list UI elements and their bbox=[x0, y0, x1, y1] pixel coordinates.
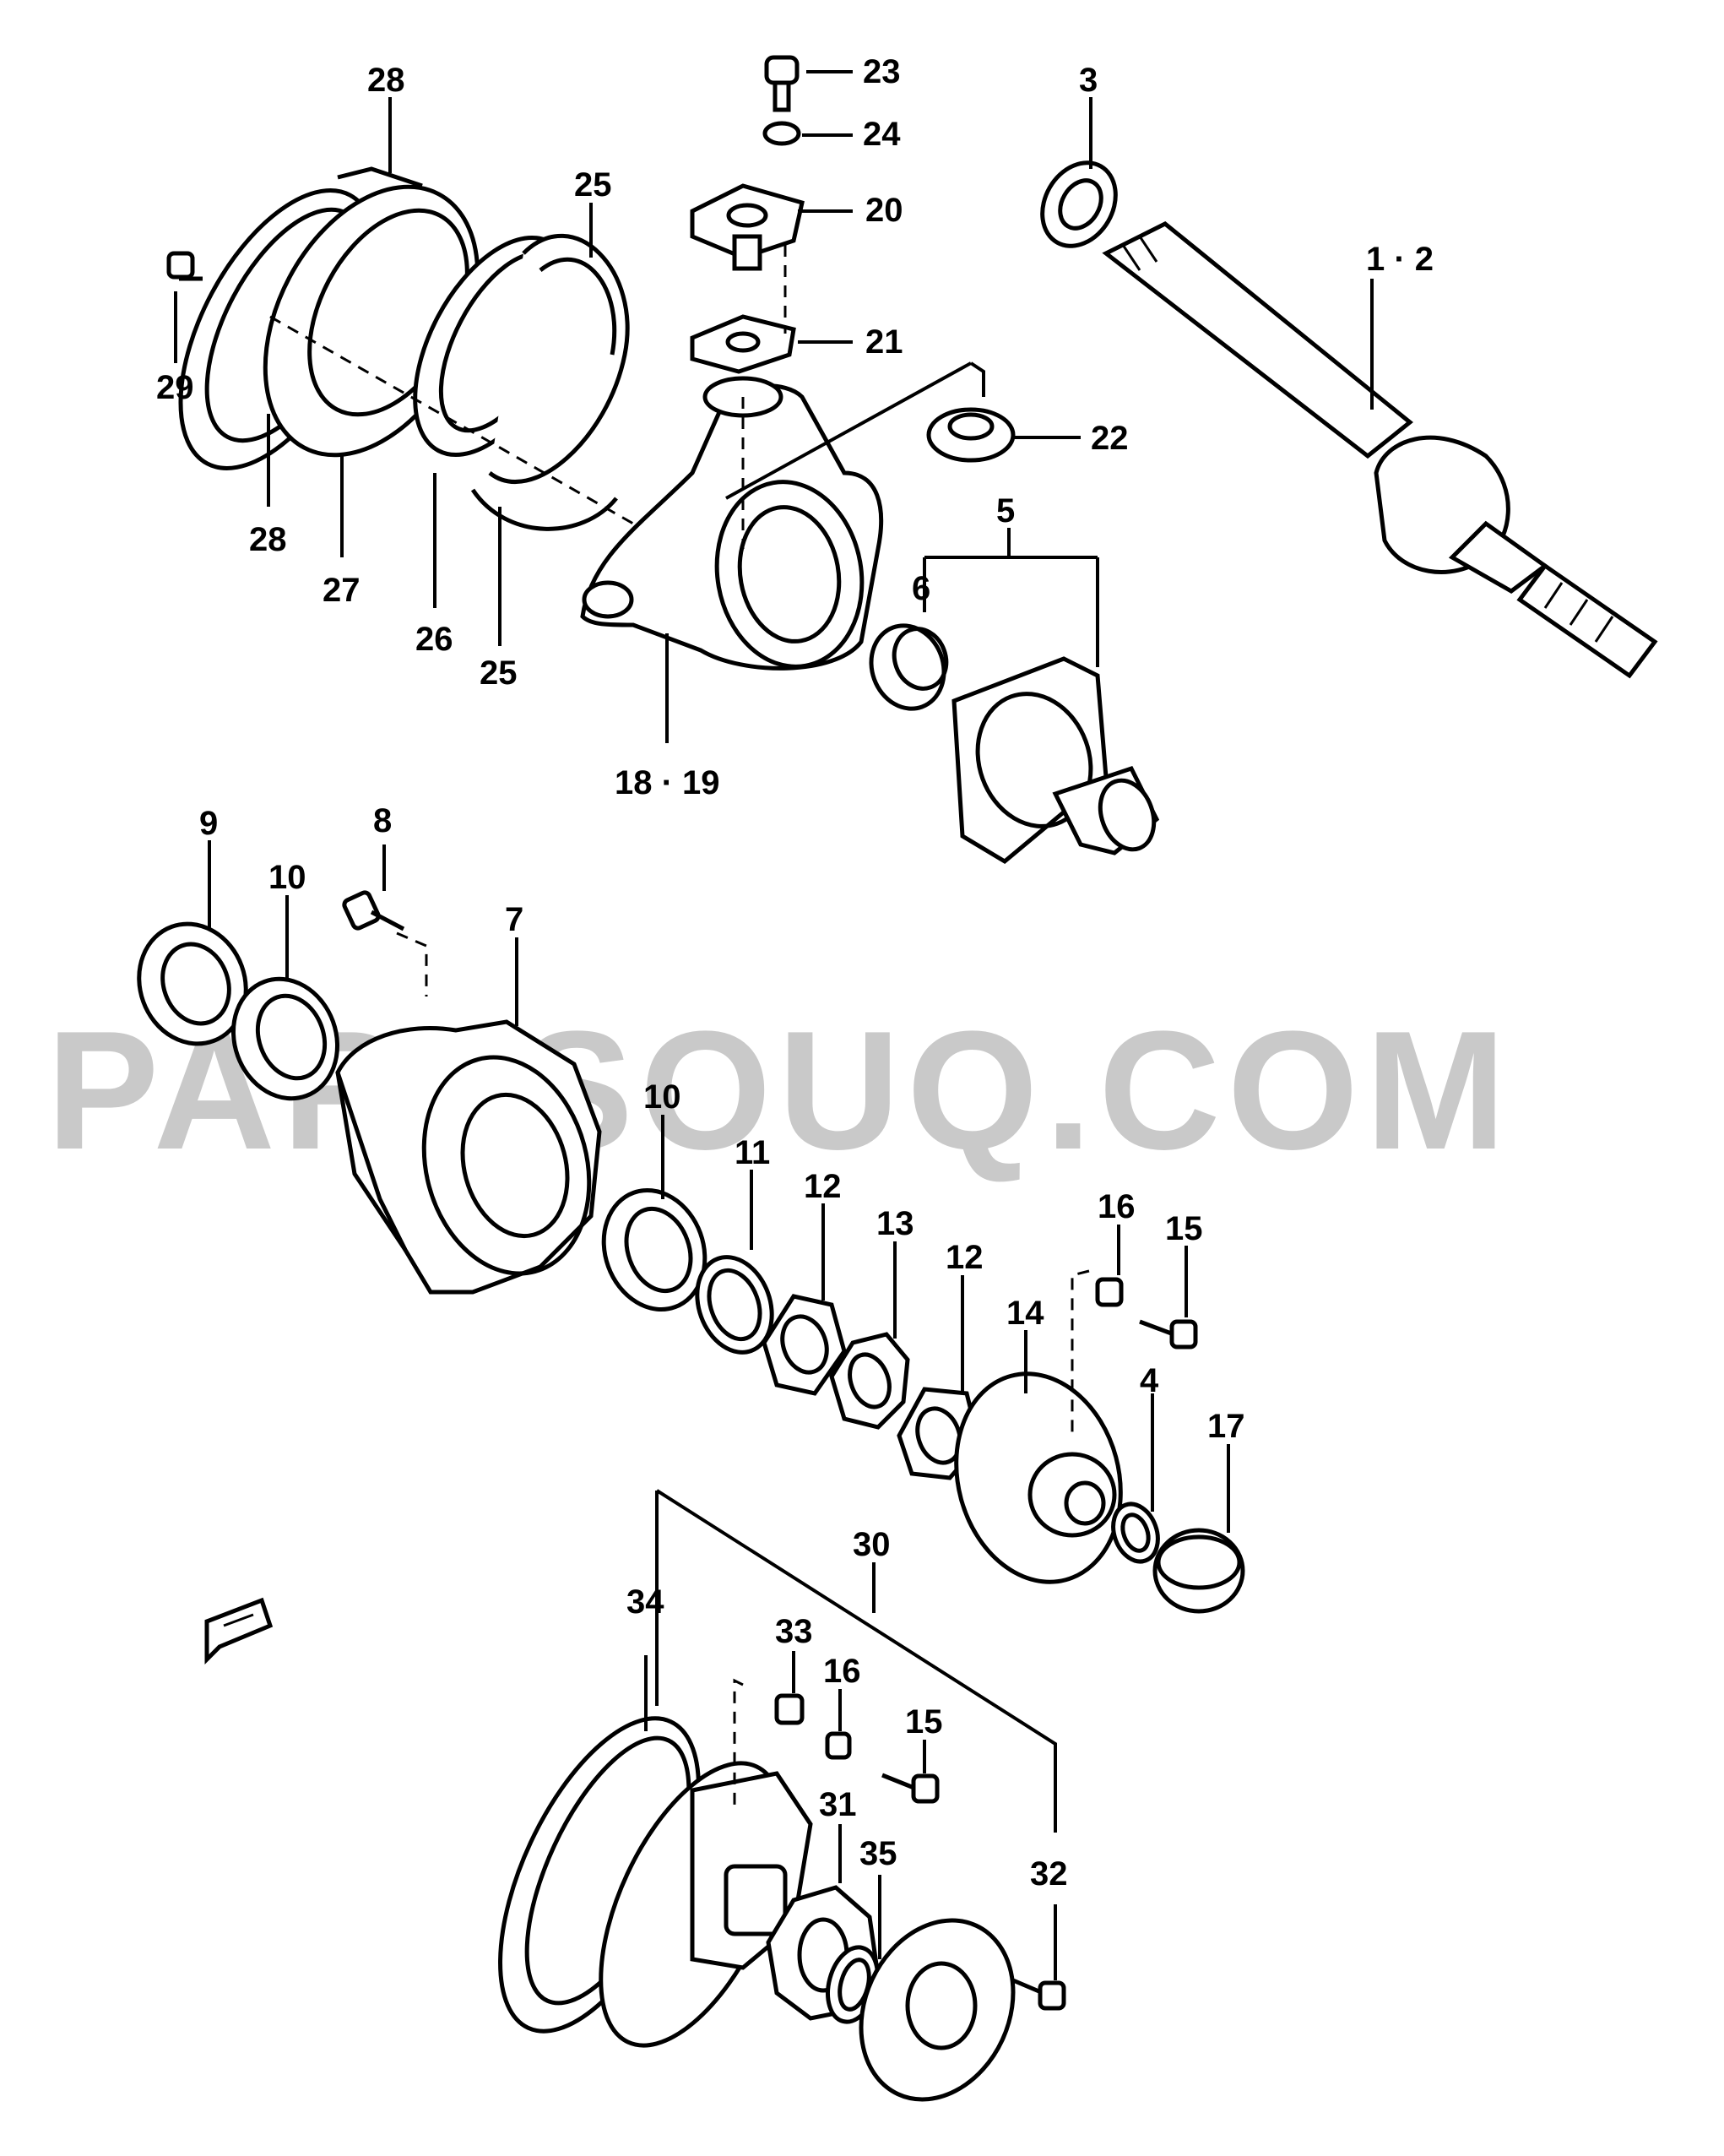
part-15-bolt[interactable] bbox=[1139, 1319, 1198, 1350]
part-24-washer[interactable] bbox=[762, 121, 801, 146]
part-20-kingpin-cap[interactable] bbox=[690, 183, 805, 271]
callout-8: 8 bbox=[373, 802, 392, 839]
part-17-cap[interactable] bbox=[1152, 1528, 1245, 1614]
part-9-oil-seal[interactable] bbox=[122, 909, 263, 1059]
part-8-bolt[interactable] bbox=[342, 890, 405, 931]
callout-13: 13 bbox=[876, 1205, 914, 1242]
callout-11: 11 bbox=[735, 1134, 770, 1171]
part-7-hub[interactable] bbox=[335, 1019, 612, 1295]
callout-10-inner: 10 bbox=[268, 859, 306, 896]
callout-22: 22 bbox=[1091, 420, 1129, 457]
callout-17: 17 bbox=[1207, 1408, 1245, 1445]
callout-3: 3 bbox=[1079, 62, 1098, 99]
callout-26: 26 bbox=[415, 621, 453, 658]
callout-5: 5 bbox=[996, 492, 1015, 529]
part-10-bearing-outer[interactable] bbox=[588, 1176, 721, 1324]
fr-direction-arrow bbox=[204, 1597, 274, 1665]
part-22-bearing[interactable] bbox=[926, 407, 1016, 463]
callout-16-lower: 16 bbox=[823, 1653, 861, 1690]
part-3-oil-seal[interactable] bbox=[1027, 149, 1130, 259]
part-10-bearing-inner[interactable] bbox=[217, 964, 354, 1113]
callout-34: 34 bbox=[626, 1583, 664, 1621]
callout-35: 35 bbox=[859, 1835, 897, 1872]
callout-27: 27 bbox=[323, 572, 361, 609]
part-1-2-axle-shaft[interactable] bbox=[1102, 221, 1658, 679]
callout-21: 21 bbox=[865, 323, 903, 361]
callout-28-lower: 28 bbox=[249, 521, 287, 558]
callout-14: 14 bbox=[1006, 1295, 1044, 1332]
callout-16-upper: 16 bbox=[1098, 1188, 1136, 1225]
part-5-spindle[interactable] bbox=[951, 656, 1163, 865]
callout-labels: 1 · 2 3 4 5 6 7 8 9 10 10 11 12 12 13 14… bbox=[156, 53, 1434, 1893]
callout-18-19: 18 · 19 bbox=[615, 764, 720, 801]
part-6-bushing[interactable] bbox=[859, 616, 955, 720]
leader-lines bbox=[174, 70, 1374, 1980]
callout-20: 20 bbox=[865, 192, 903, 229]
part-14-hub-cover[interactable] bbox=[934, 1355, 1143, 1601]
callout-23: 23 bbox=[863, 53, 901, 90]
part-11-washer[interactable] bbox=[685, 1246, 785, 1363]
callout-15-upper: 15 bbox=[1165, 1210, 1203, 1247]
callout-28-upper: 28 bbox=[367, 62, 405, 99]
callout-6: 6 bbox=[912, 570, 930, 607]
part-18-19-knuckle[interactable] bbox=[580, 376, 884, 678]
part-21-shim[interactable] bbox=[690, 314, 796, 374]
callout-9: 9 bbox=[199, 805, 218, 842]
part-23-bolt[interactable] bbox=[764, 55, 800, 112]
part-16-nut[interactable] bbox=[1095, 1277, 1124, 1307]
callout-4: 4 bbox=[1140, 1362, 1159, 1399]
callout-10-outer: 10 bbox=[643, 1078, 681, 1116]
part-30-hub-cover[interactable] bbox=[832, 1895, 1041, 2124]
part-12-nut-inner[interactable] bbox=[762, 1294, 847, 1396]
part-29-bolt[interactable] bbox=[166, 251, 203, 281]
callout-1-2: 1 · 2 bbox=[1366, 241, 1434, 278]
callout-12-inner: 12 bbox=[804, 1168, 842, 1205]
callout-32: 32 bbox=[1030, 1855, 1068, 1893]
callout-31: 31 bbox=[819, 1786, 857, 1823]
part-13-lock-washer[interactable] bbox=[829, 1332, 910, 1430]
callout-15-lower: 15 bbox=[905, 1703, 943, 1741]
callout-30: 30 bbox=[853, 1526, 891, 1563]
callout-7: 7 bbox=[505, 901, 523, 938]
callout-25-lower: 25 bbox=[480, 654, 518, 692]
part-4-snap-ring[interactable] bbox=[1106, 1498, 1166, 1568]
callout-25-upper: 25 bbox=[574, 166, 612, 204]
part-15-bolt-lower[interactable] bbox=[881, 1773, 940, 1804]
part-33-nut[interactable] bbox=[774, 1693, 805, 1725]
part-16-nut-lower[interactable] bbox=[825, 1731, 852, 1760]
part-25-seal-half[interactable] bbox=[470, 233, 630, 531]
callout-24: 24 bbox=[863, 116, 901, 153]
callout-29: 29 bbox=[156, 369, 194, 406]
part-30-free-wheel-hub[interactable] bbox=[563, 1736, 821, 2072]
part-32-bolt[interactable] bbox=[1012, 1978, 1066, 2011]
callout-33: 33 bbox=[775, 1613, 813, 1650]
callout-12-outer: 12 bbox=[946, 1239, 984, 1276]
